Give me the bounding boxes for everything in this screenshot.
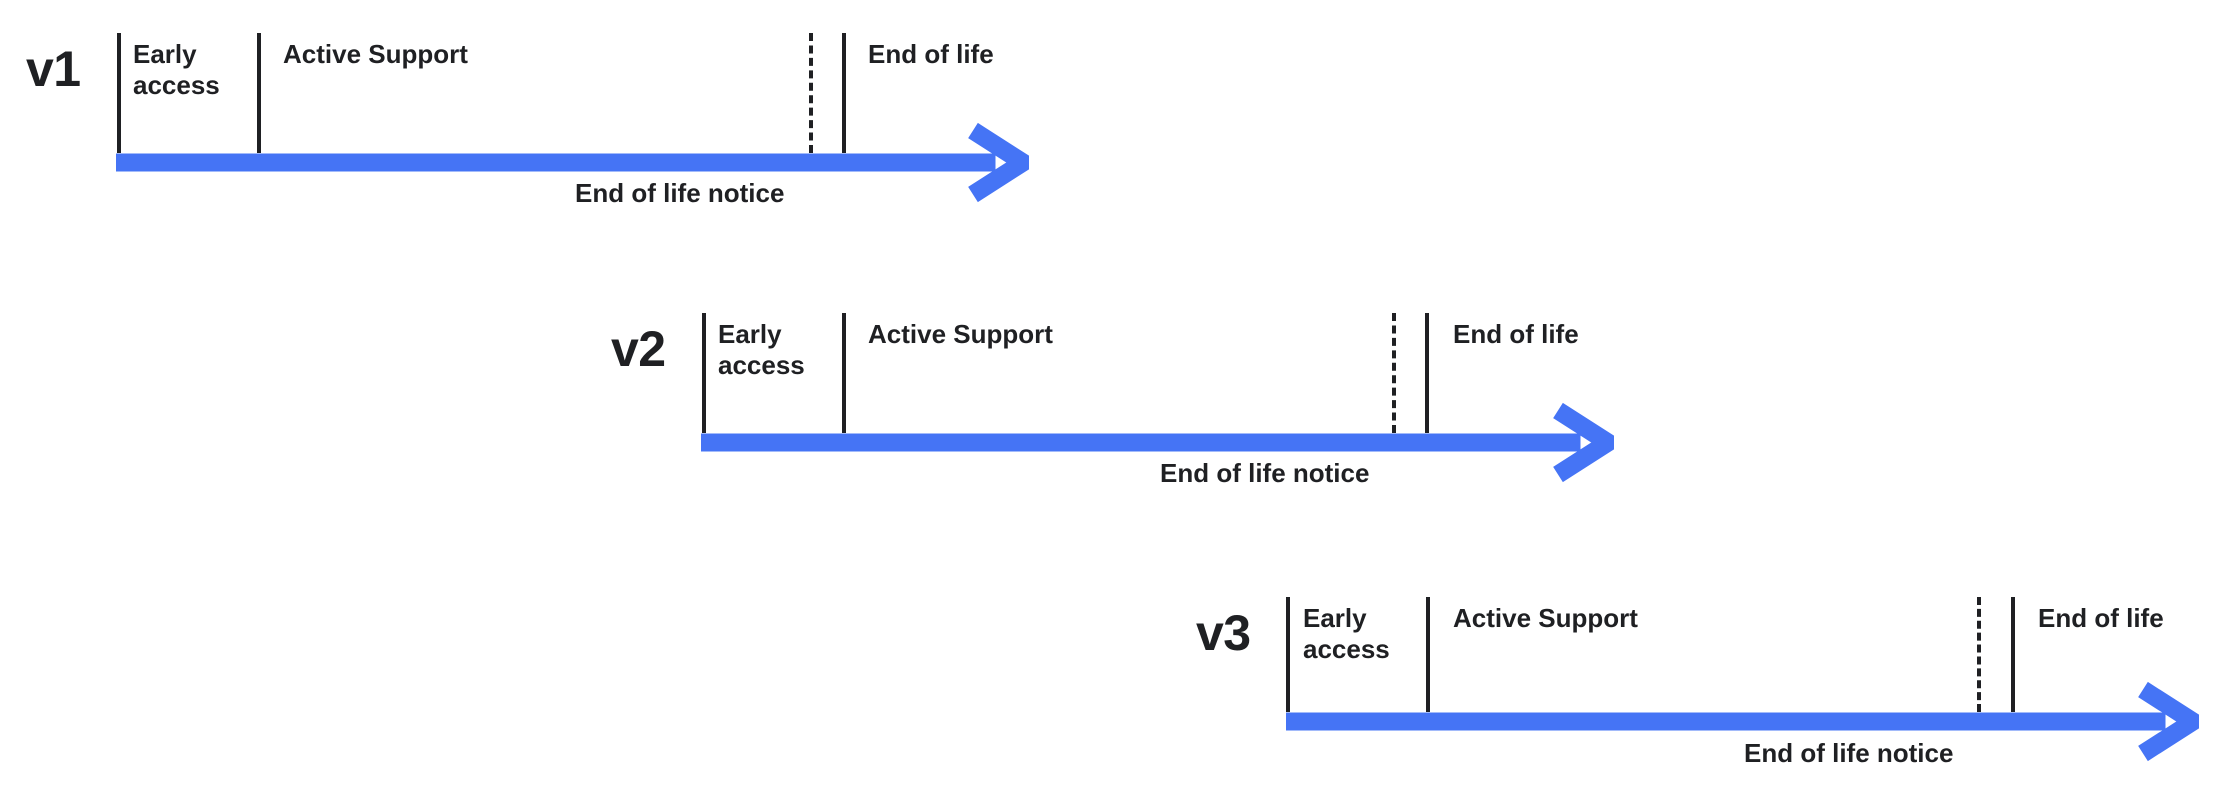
phase-divider-v3-0 — [1286, 597, 1290, 712]
phase-label-early-access-v1: Early access — [133, 39, 220, 100]
timeline-arrow-v2 — [701, 402, 1614, 482]
phase-label-active-support-v1: Active Support — [283, 39, 468, 69]
phase-divider-v2-1 — [842, 313, 846, 433]
timeline-arrow-head-v2 — [1553, 402, 1614, 482]
end-of-life-notice-divider-v3 — [1977, 597, 1981, 712]
timeline-arrow-shaft-v3 — [1286, 712, 2166, 730]
end-of-life-notice-label-v3: End of life notice — [1744, 738, 1954, 768]
phase-label-active-support-v2: Active Support — [868, 319, 1053, 349]
version-label-v2: v2 — [611, 321, 666, 377]
phase-divider-v3-1 — [1426, 597, 1430, 712]
timeline-arrow-shaft-v2 — [701, 433, 1581, 451]
phase-divider-v2-2 — [1425, 313, 1429, 433]
end-of-life-notice-divider-v2 — [1392, 313, 1396, 433]
timeline-arrow-head-v3 — [2138, 681, 2199, 761]
version-label-v1: v1 — [26, 41, 81, 97]
timeline-arrow-v3 — [1286, 681, 2199, 761]
phase-divider-v2-0 — [702, 313, 706, 433]
phase-divider-v1-2 — [842, 33, 846, 153]
timeline-arrow-shaft-v1 — [116, 153, 996, 171]
phase-label-active-support-v3: Active Support — [1453, 603, 1638, 633]
phase-label-early-access-v2: Early access — [718, 319, 805, 380]
end-of-life-notice-label-v2: End of life notice — [1160, 458, 1370, 488]
timeline-arrow-v1 — [116, 122, 1029, 202]
end-of-life-notice-label-v1: End of life notice — [575, 178, 785, 208]
version-label-v3: v3 — [1196, 605, 1251, 661]
phase-label-end-of-life-v2: End of life — [1453, 319, 1579, 349]
phase-label-end-of-life-v3: End of life — [2038, 603, 2164, 633]
end-of-life-notice-divider-v1 — [809, 33, 813, 153]
phase-divider-v1-1 — [257, 33, 261, 153]
phase-label-end-of-life-v1: End of life — [868, 39, 994, 69]
phase-divider-v3-2 — [2011, 597, 2015, 712]
phase-label-early-access-v3: Early access — [1303, 603, 1390, 664]
timeline-arrow-head-v1 — [968, 122, 1029, 202]
phase-divider-v1-0 — [117, 33, 121, 153]
